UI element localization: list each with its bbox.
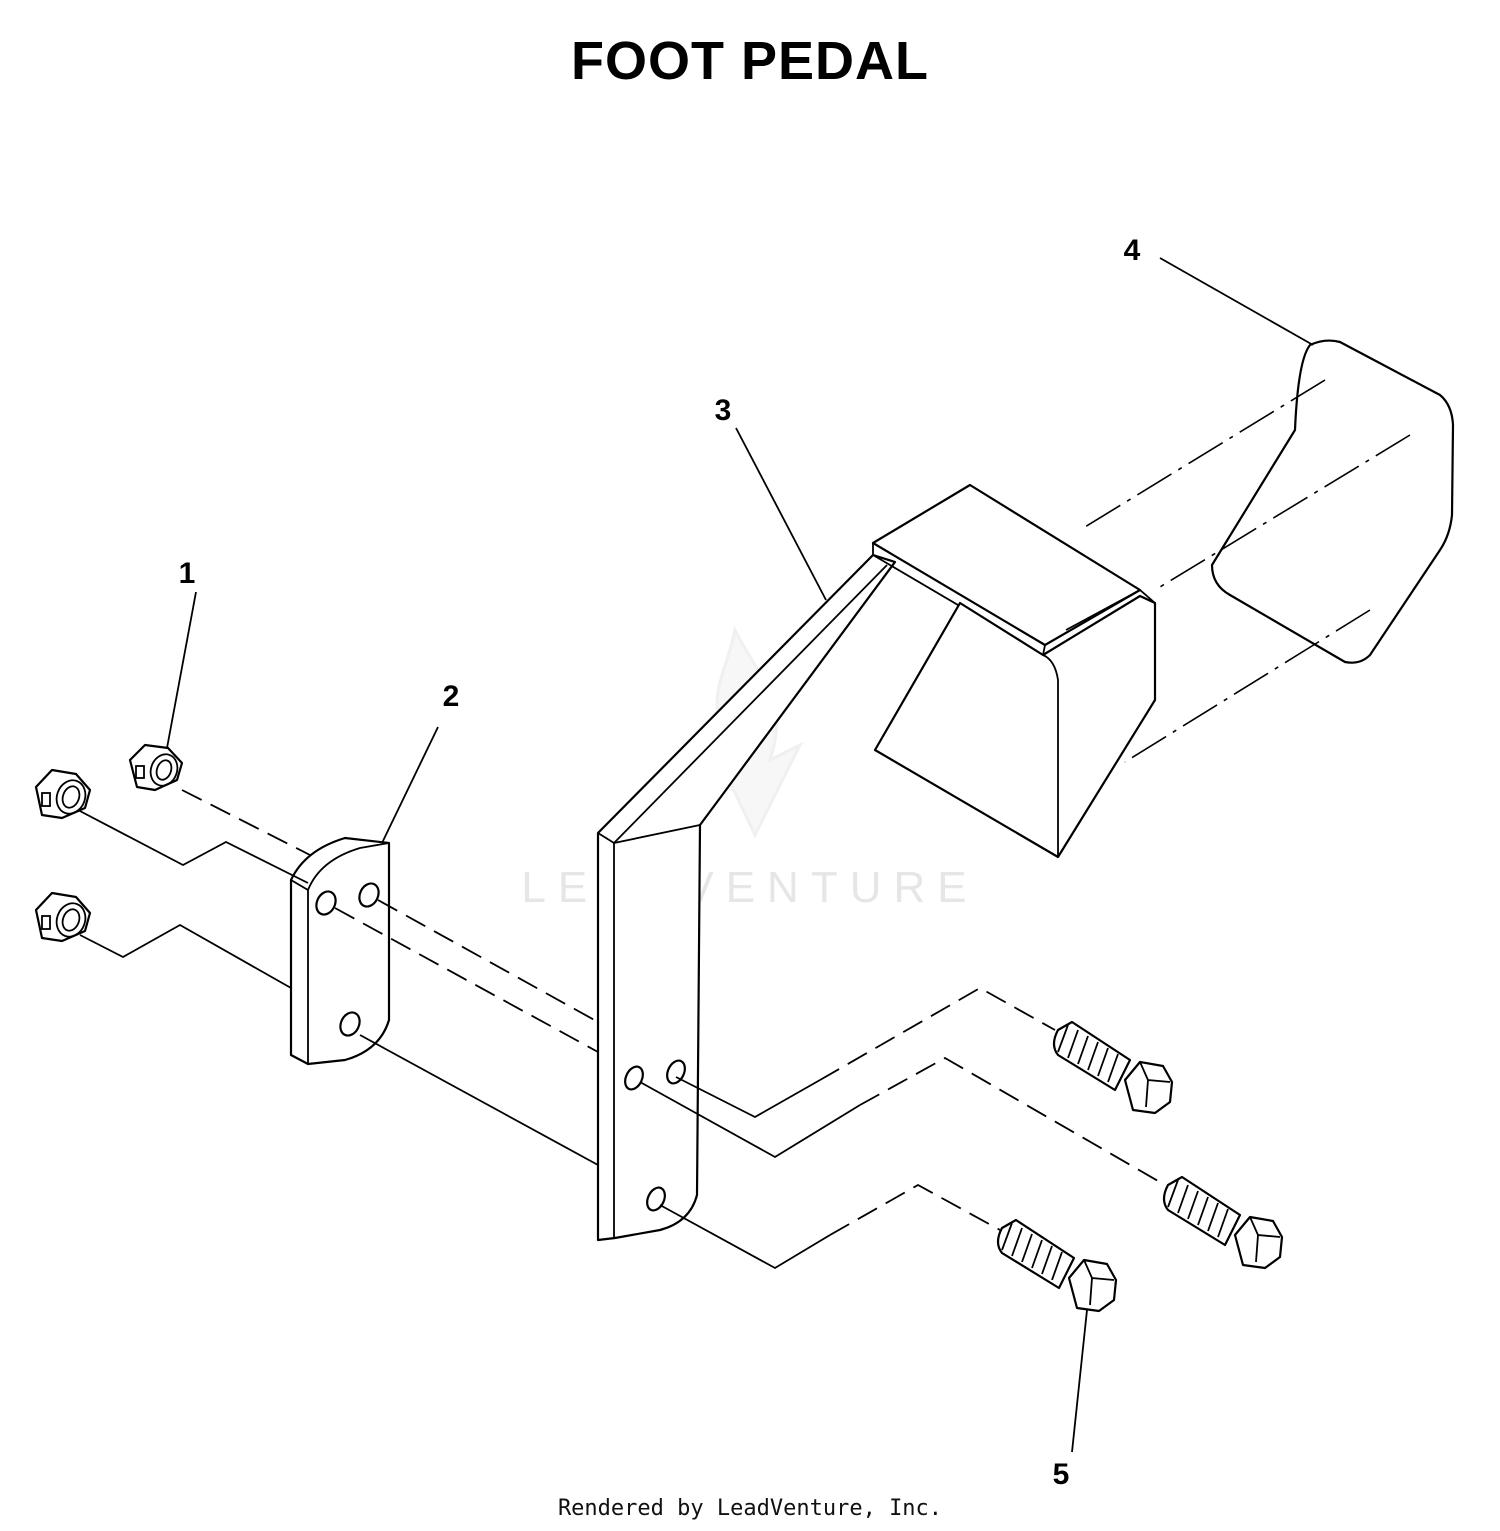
callout-2[interactable]: 2 xyxy=(443,680,460,713)
pedal-arm[interactable] xyxy=(596,483,1157,1242)
hex-nut-top[interactable] xyxy=(128,743,184,792)
callout-3[interactable]: 3 xyxy=(715,394,732,427)
callout-5[interactable]: 5 xyxy=(1053,1458,1070,1491)
bolt-middle[interactable] xyxy=(1162,1175,1284,1270)
hex-nut-bottom[interactable] xyxy=(34,891,92,943)
callout-leaders xyxy=(166,257,1314,1453)
callout-4[interactable]: 4 xyxy=(1124,234,1141,267)
nut-alignment-lines xyxy=(77,789,599,1166)
bolt-alignment-lines xyxy=(639,986,1166,1270)
diagram-title: FOOT PEDAL xyxy=(571,31,929,91)
backing-plate[interactable] xyxy=(289,836,391,1066)
hex-nut-middle[interactable] xyxy=(34,768,92,820)
bolt-bottom[interactable] xyxy=(996,1218,1118,1313)
footer-credit: Rendered by LeadVenture, Inc. xyxy=(557,1496,943,1521)
watermark-text: LEADVENTURE xyxy=(521,863,978,912)
pad-alignment-lines xyxy=(1079,379,1411,763)
pedal-pad[interactable] xyxy=(1210,339,1455,664)
bolt-top[interactable] xyxy=(1052,1020,1174,1115)
callout-1[interactable]: 1 xyxy=(179,557,196,590)
